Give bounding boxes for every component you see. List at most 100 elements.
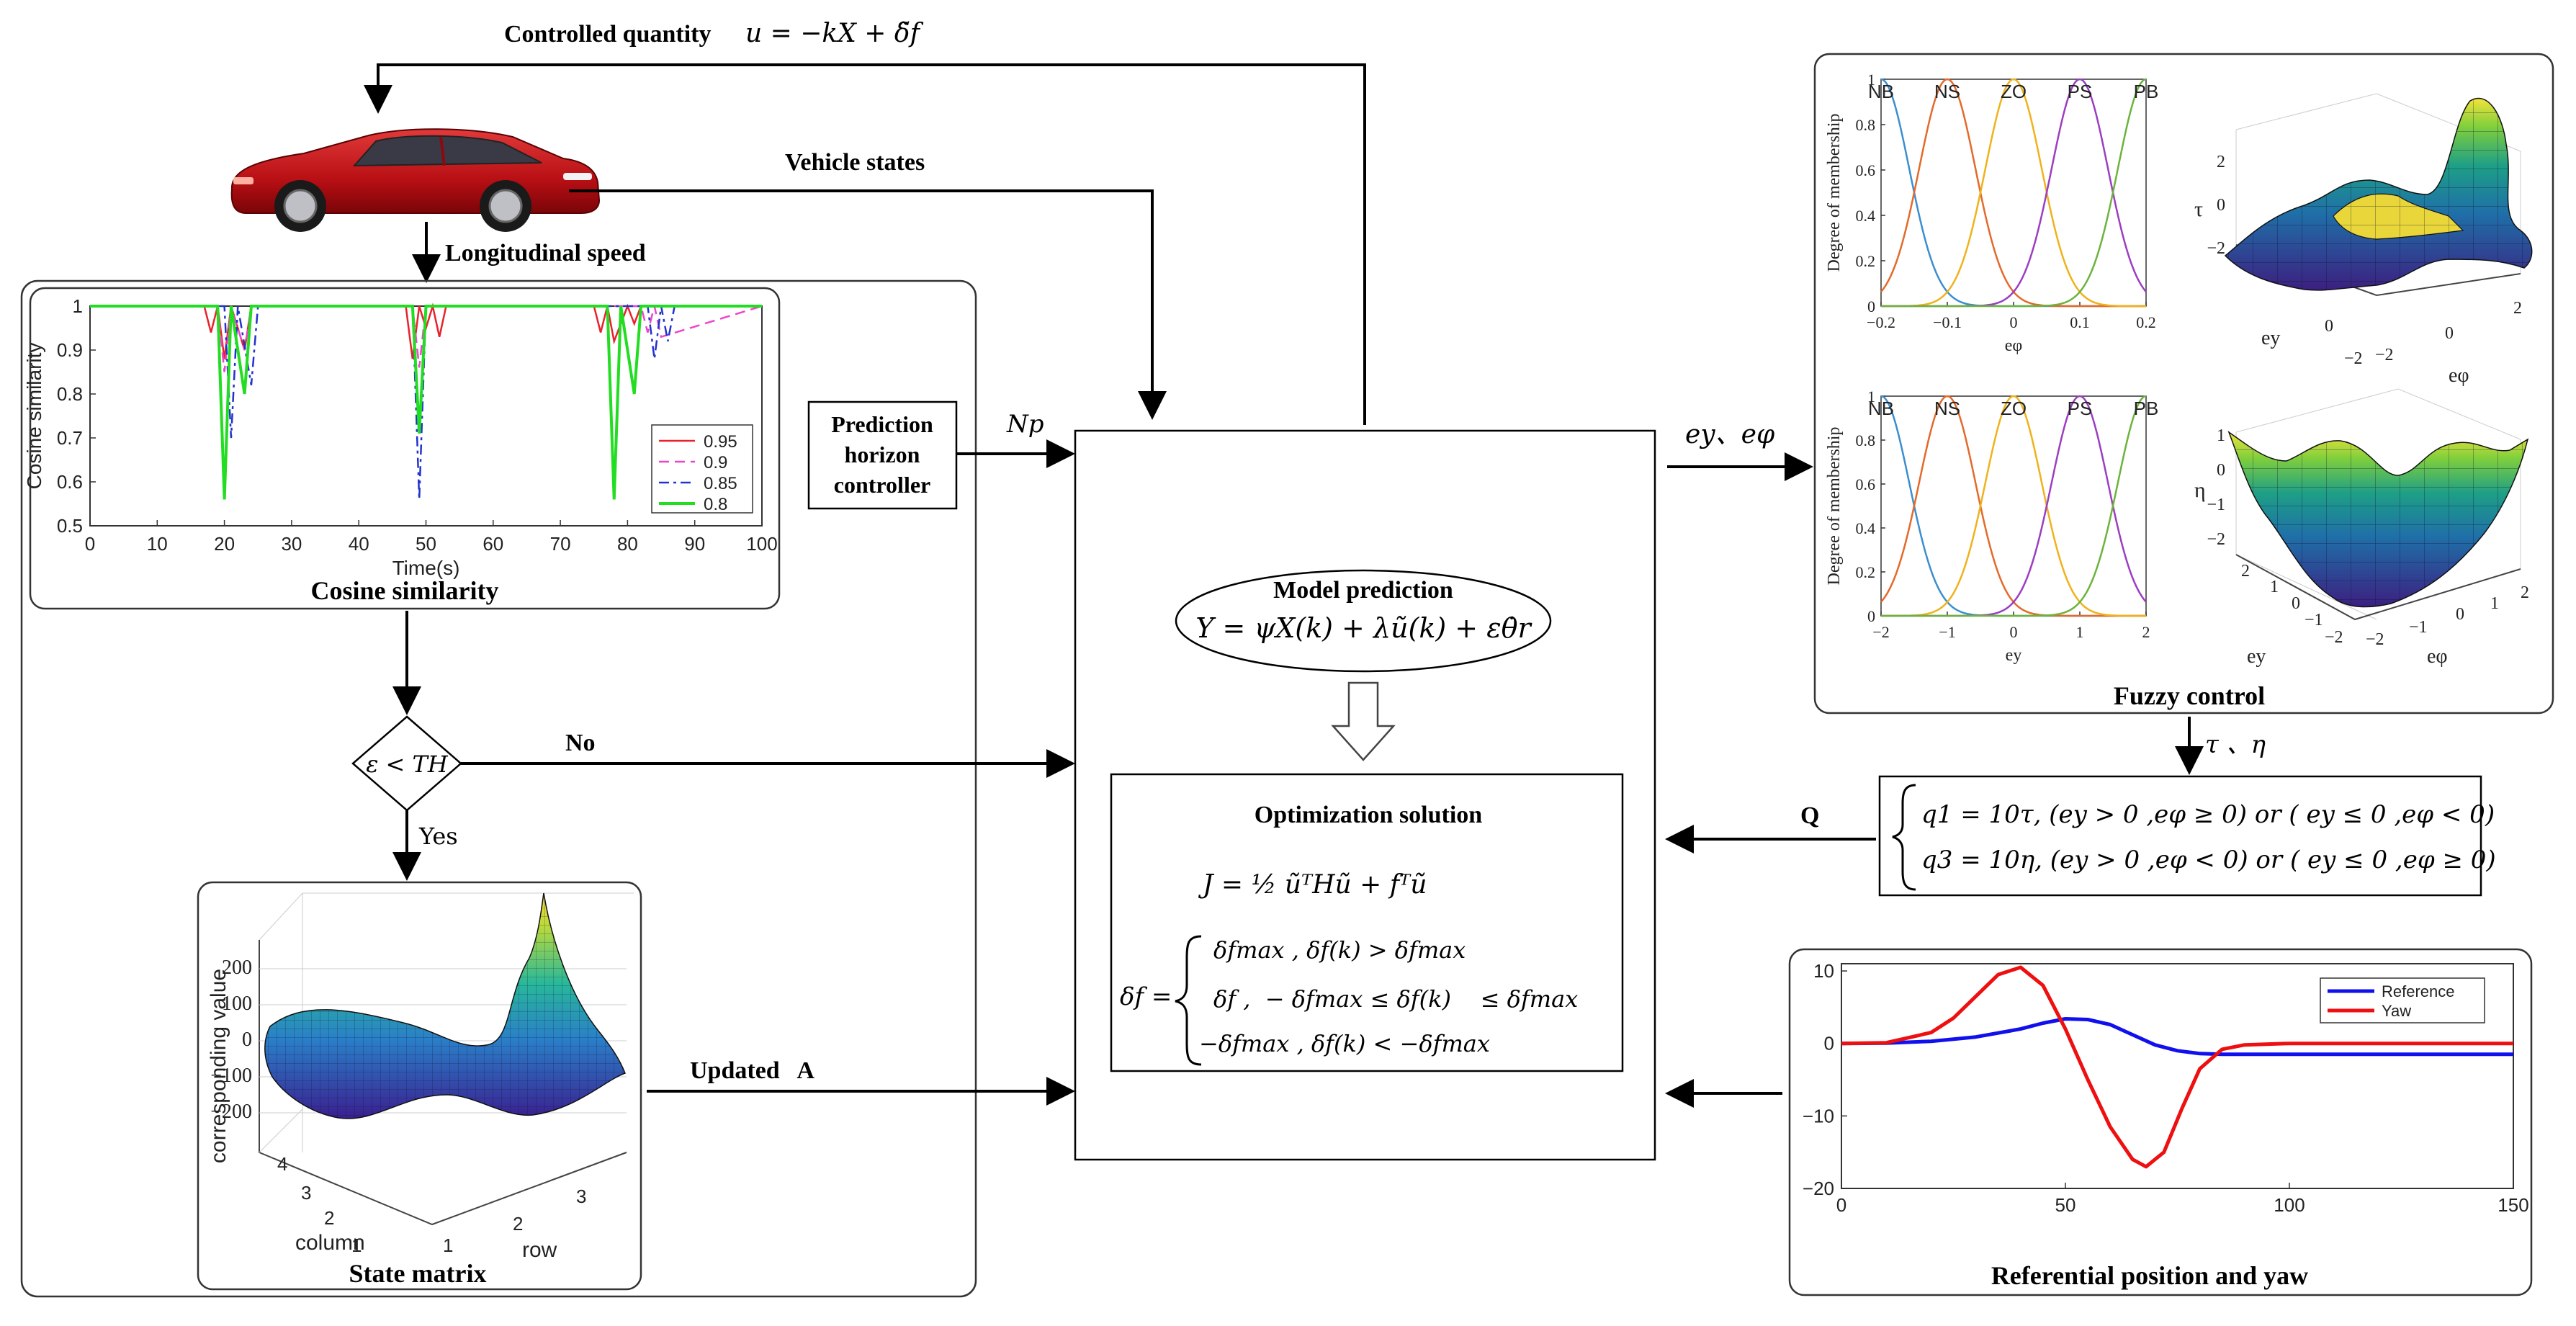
tau-surface-ticks: 0 −2 −2 0 2 bbox=[2325, 299, 2522, 368]
mf-label-ZO: ZO bbox=[2001, 81, 2027, 102]
cosine-xtick: 90 bbox=[684, 533, 705, 555]
svg-text:−1: −1 bbox=[2409, 618, 2428, 637]
surface-ztick: −200 bbox=[210, 1101, 252, 1123]
cosine-ytick: 0.6 bbox=[57, 471, 83, 493]
cosine-xtick: 50 bbox=[416, 533, 436, 555]
mf-xlabel: eφ bbox=[2005, 336, 2023, 355]
tau-surface-xlabel: ey bbox=[2261, 327, 2280, 349]
mf-xtick: 0.2 bbox=[2136, 313, 2156, 331]
q-brace bbox=[1892, 784, 1916, 891]
reference-legend-label: Yaw bbox=[2382, 1002, 2411, 1020]
surface-ztick: 100 bbox=[222, 993, 252, 1015]
controlled-quantity-formula: u = −kX + δ̃f bbox=[745, 19, 924, 48]
fuzzy-inputs-label: ey、eφ bbox=[1685, 420, 1775, 449]
optimization-delta-label: δf = bbox=[1120, 982, 1172, 1011]
cosine-legend-label: 0.95 bbox=[704, 432, 737, 452]
svg-text:1: 1 bbox=[2270, 578, 2279, 596]
state-matrix-zlabel: corresponding value bbox=[207, 969, 230, 1163]
left-processing-panel bbox=[20, 279, 977, 1298]
mf-xtick: −1 bbox=[1939, 623, 1955, 641]
state-matrix-ylabel: row bbox=[522, 1238, 557, 1262]
mf-plot-area bbox=[1880, 395, 2147, 617]
svg-text:0: 0 bbox=[2445, 324, 2454, 343]
cosine-legend bbox=[651, 424, 753, 514]
state-matrix-col-tick: 2 bbox=[324, 1207, 334, 1229]
state-matrix-panel bbox=[197, 881, 642, 1291]
yes-label: Yes bbox=[418, 823, 458, 850]
surface-ztick: 1 bbox=[2217, 426, 2225, 445]
mf-ytick: 0.6 bbox=[1856, 475, 1876, 493]
optimization-title: Optimization solution bbox=[1255, 802, 1483, 828]
tau-surface-plot bbox=[2224, 93, 2533, 297]
cosine-xtick: 20 bbox=[214, 533, 235, 555]
state-matrix-col-tick: 3 bbox=[301, 1182, 311, 1204]
cosine-xtick: 10 bbox=[147, 533, 168, 555]
cosine-ytick: 0.9 bbox=[57, 339, 83, 361]
mf-ytick: 0 bbox=[1867, 297, 1875, 315]
svg-text:1: 1 bbox=[2490, 594, 2499, 613]
cosine-xtick: 70 bbox=[550, 533, 571, 555]
surface-ztick: −100 bbox=[210, 1065, 252, 1087]
mf-ytick: 0.6 bbox=[1856, 161, 1876, 179]
surface-ztick: −2 bbox=[2207, 239, 2225, 258]
state-matrix-row-tick: 1 bbox=[443, 1235, 453, 1256]
cosine-xtick: 100 bbox=[746, 533, 777, 555]
reference-panel bbox=[1788, 948, 2533, 1296]
tau-axis-label: τ bbox=[2194, 197, 2203, 221]
svg-text:−2: −2 bbox=[2366, 630, 2384, 649]
controlled-quantity-label: Controlled quantity bbox=[504, 21, 711, 48]
cosine-xtick: 0 bbox=[85, 533, 95, 555]
q3-rule: q3 = 10η, (ey > 0 ,eφ < 0) or ( ey ≤ 0 ,… bbox=[1921, 846, 2496, 874]
state-matrix-col-tick: 4 bbox=[277, 1153, 287, 1175]
mf-label-NS: NS bbox=[1934, 81, 1960, 102]
cosine-similarity-caption: Cosine similarity bbox=[311, 576, 499, 605]
cosine-ytick: 0.8 bbox=[57, 383, 83, 405]
state-matrix-caption: State matrix bbox=[349, 1259, 487, 1288]
mf-ytick: 0.4 bbox=[1856, 207, 1876, 225]
horizon-line2: horizon bbox=[845, 442, 920, 467]
model-prediction-formula: Y = ψX(k) + λũ(k) + εθ̇r bbox=[1195, 612, 1532, 644]
surface-ztick: −1 bbox=[2207, 496, 2225, 514]
reference-legend-label: Reference bbox=[2382, 982, 2455, 1000]
mf-ylabel: Degree of membership bbox=[1825, 114, 1844, 272]
hollow-down-arrow bbox=[1331, 681, 1396, 761]
cosine-series-0.8 bbox=[90, 305, 762, 500]
cosine-series-0.85 bbox=[90, 305, 762, 500]
svg-text:−2: −2 bbox=[2375, 346, 2394, 364]
mf-plot-area bbox=[1880, 79, 2147, 307]
surface-ztick: 200 bbox=[222, 957, 252, 979]
mf-label-ZO: ZO bbox=[2001, 398, 2027, 419]
np-label: Np bbox=[1006, 410, 1044, 439]
mf-xtick: 1 bbox=[2076, 623, 2084, 641]
mf-label-PS: PS bbox=[2068, 398, 2093, 419]
surface-ztick: 2 bbox=[2217, 153, 2225, 171]
surface-ztick: 0 bbox=[2217, 196, 2225, 215]
mf-xtick: −2 bbox=[1872, 623, 1889, 641]
mf-xtick: −0.2 bbox=[1867, 313, 1895, 331]
cosine-xtick: 40 bbox=[349, 533, 369, 555]
svg-text:2: 2 bbox=[2521, 583, 2529, 602]
reference-xtick: 0 bbox=[1836, 1194, 1846, 1216]
mf-ytick: 1 bbox=[1867, 388, 1875, 406]
decision-condition: ε < TH bbox=[366, 751, 449, 778]
mf-ytick: 0.2 bbox=[1856, 252, 1876, 270]
reference-caption: Referential position and yaw bbox=[1991, 1261, 2308, 1290]
eta-surface-plot bbox=[2227, 388, 2529, 621]
no-label: No bbox=[565, 730, 596, 756]
optimization-cost-function: J = ½ ũᵀHũ + fᵀũ bbox=[1198, 870, 1427, 900]
mf-label-NS: NS bbox=[1934, 398, 1960, 419]
svg-text:0: 0 bbox=[2456, 605, 2464, 624]
mf-label-NB: NB bbox=[1868, 398, 1894, 419]
mf-xtick: 2 bbox=[2142, 623, 2150, 641]
vehicle-states-label: Vehicle states bbox=[785, 149, 925, 176]
svg-text:2: 2 bbox=[2513, 299, 2522, 318]
mpc-core-box bbox=[1074, 429, 1656, 1161]
control-feedback-arrow bbox=[364, 63, 1366, 425]
reference-plot-area bbox=[1841, 963, 2514, 1189]
mf-label-PB: PB bbox=[2134, 398, 2159, 419]
surface-ztick: 0 bbox=[242, 1029, 252, 1051]
